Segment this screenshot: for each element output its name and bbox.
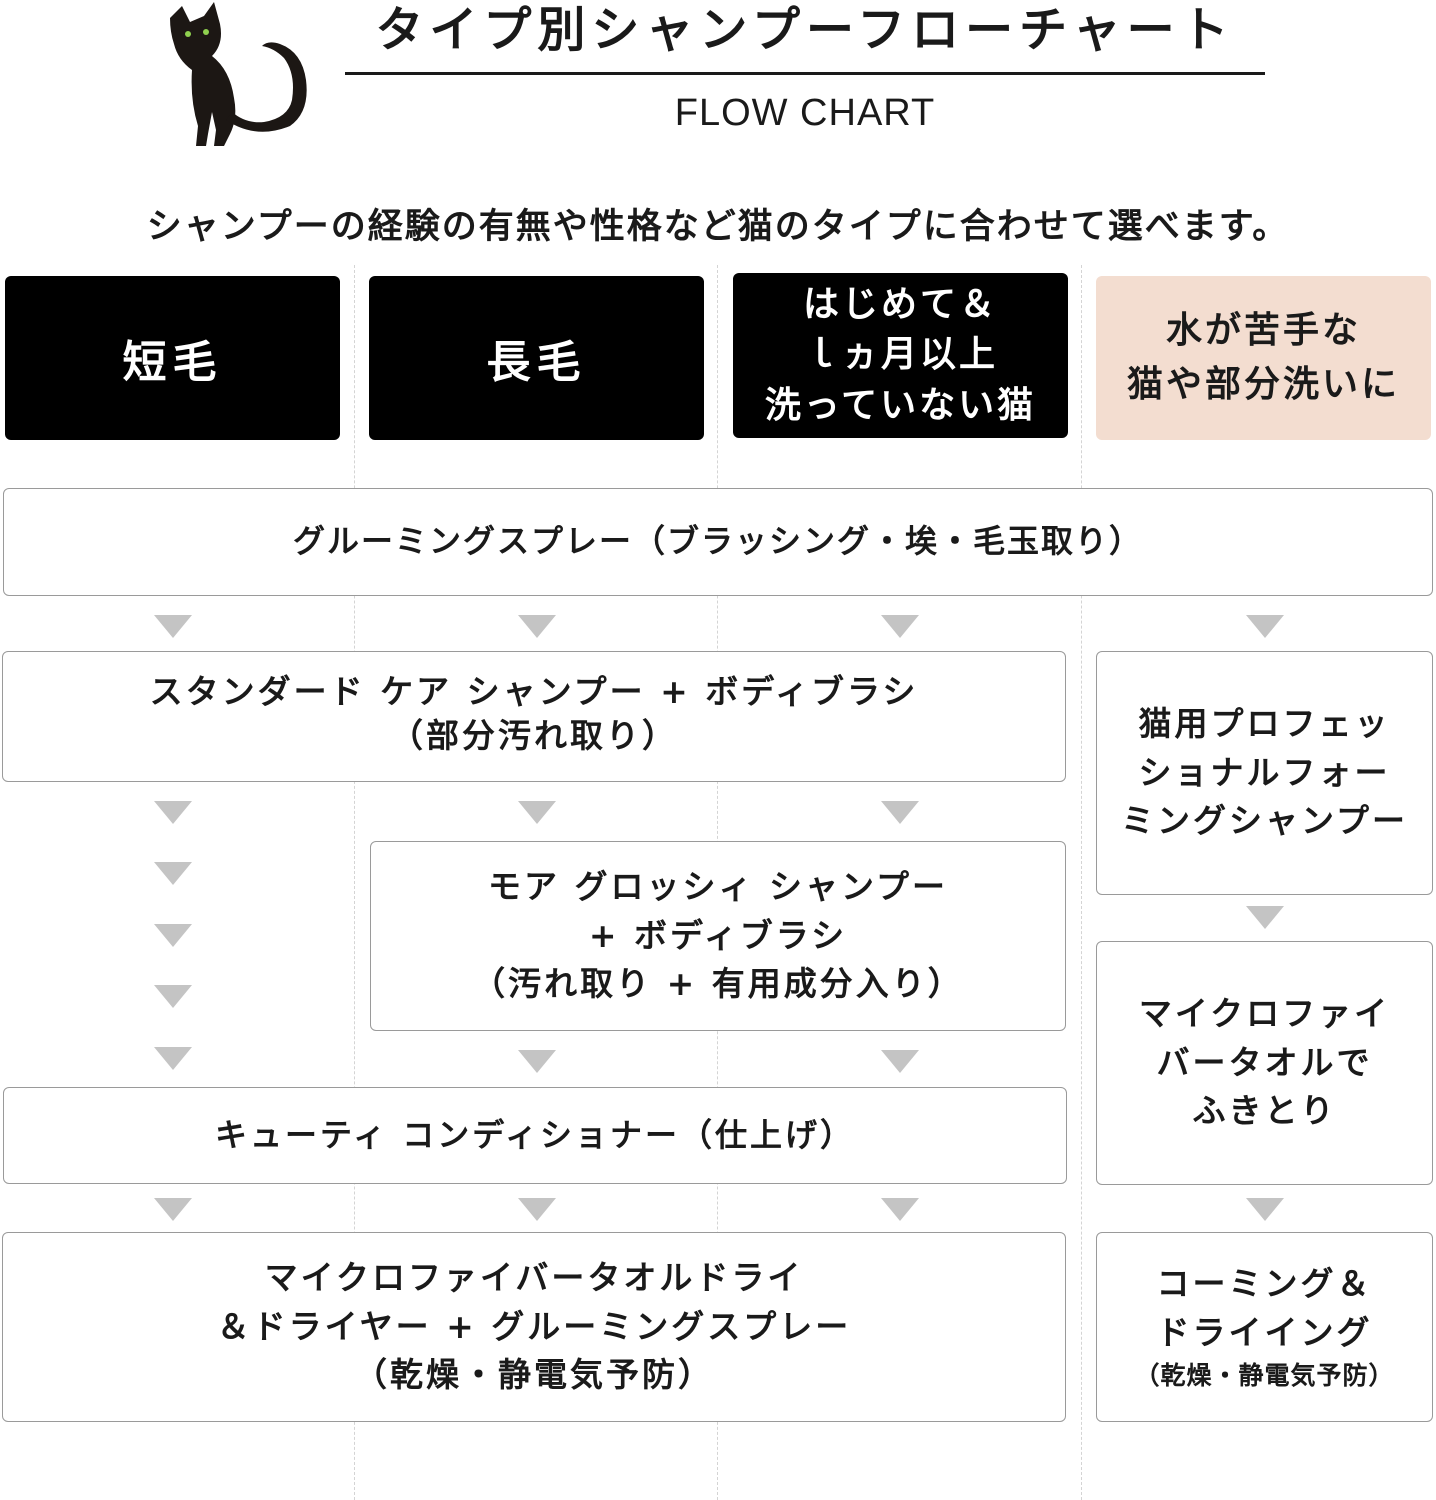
step-foaming-shampoo: 猫用プロフェッ ショナルフォー ミングシャンプー <box>1096 651 1433 895</box>
category-short-hair: 短毛 <box>5 276 340 440</box>
step-combing-drying: コーミング＆ ドライイング （乾燥・静電気予防） <box>1096 1232 1433 1422</box>
down-arrow-icon <box>881 801 919 824</box>
column-divider <box>354 265 355 1500</box>
down-arrow-icon <box>881 1050 919 1073</box>
down-arrow-icon <box>154 862 192 885</box>
down-arrow-icon <box>518 1198 556 1221</box>
down-arrow-icon <box>154 1198 192 1221</box>
category-long-hair: 長毛 <box>369 276 704 440</box>
page-title: タイプ別シャンプーフローチャート <box>375 2 1235 58</box>
cat-illustration <box>170 2 307 146</box>
down-arrow-icon <box>881 1198 919 1221</box>
step-standard-care-shampoo: スタンダード ケア シャンプー + ボディブラシ （部分汚れ取り） <box>2 651 1066 782</box>
down-arrow-icon <box>518 801 556 824</box>
step-combing-note: （乾燥・静電気予防） <box>1134 1361 1395 1391</box>
down-arrow-icon <box>1246 906 1284 929</box>
page-subtitle: FLOW CHART <box>674 92 936 134</box>
down-arrow-icon <box>154 985 192 1008</box>
down-arrow-icon <box>154 924 192 947</box>
column-divider <box>1081 265 1082 1500</box>
down-arrow-icon <box>154 801 192 824</box>
intro-text: シャンプーの経験の有無や性格など猫のタイプに合わせて選べます。 <box>146 207 1290 247</box>
category-water-averse: 水が苦手な 猫や部分洗いに <box>1096 276 1431 440</box>
down-arrow-icon <box>154 1047 192 1070</box>
down-arrow-icon <box>154 615 192 638</box>
down-arrow-icon <box>1246 615 1284 638</box>
step-combing-title: コーミング＆ ドライイング <box>1156 1263 1373 1352</box>
step-more-glossy-shampoo: モア グロッシィ シャンプー + ボディブラシ （汚れ取り + 有用成分入り） <box>370 841 1066 1031</box>
category-first-time: はじめて＆ ｌヵ月以上 洗っていない猫 <box>733 273 1068 438</box>
step-grooming-spray: グルーミングスプレー（ブラッシング・埃・毛玉取り） <box>3 488 1433 596</box>
title-divider <box>345 72 1265 75</box>
step-microfiber-wipe: マイクロファイ バータオルで ふきとり <box>1096 941 1433 1185</box>
step-cutie-conditioner: キューティ コンディショナー（仕上げ） <box>3 1087 1067 1184</box>
step-towel-dry: マイクロファイバータオルドライ ＆ドライヤー + グルーミングスプレー （乾燥・… <box>2 1232 1066 1422</box>
down-arrow-icon <box>518 1050 556 1073</box>
down-arrow-icon <box>1246 1198 1284 1221</box>
down-arrow-icon <box>518 615 556 638</box>
down-arrow-icon <box>881 615 919 638</box>
